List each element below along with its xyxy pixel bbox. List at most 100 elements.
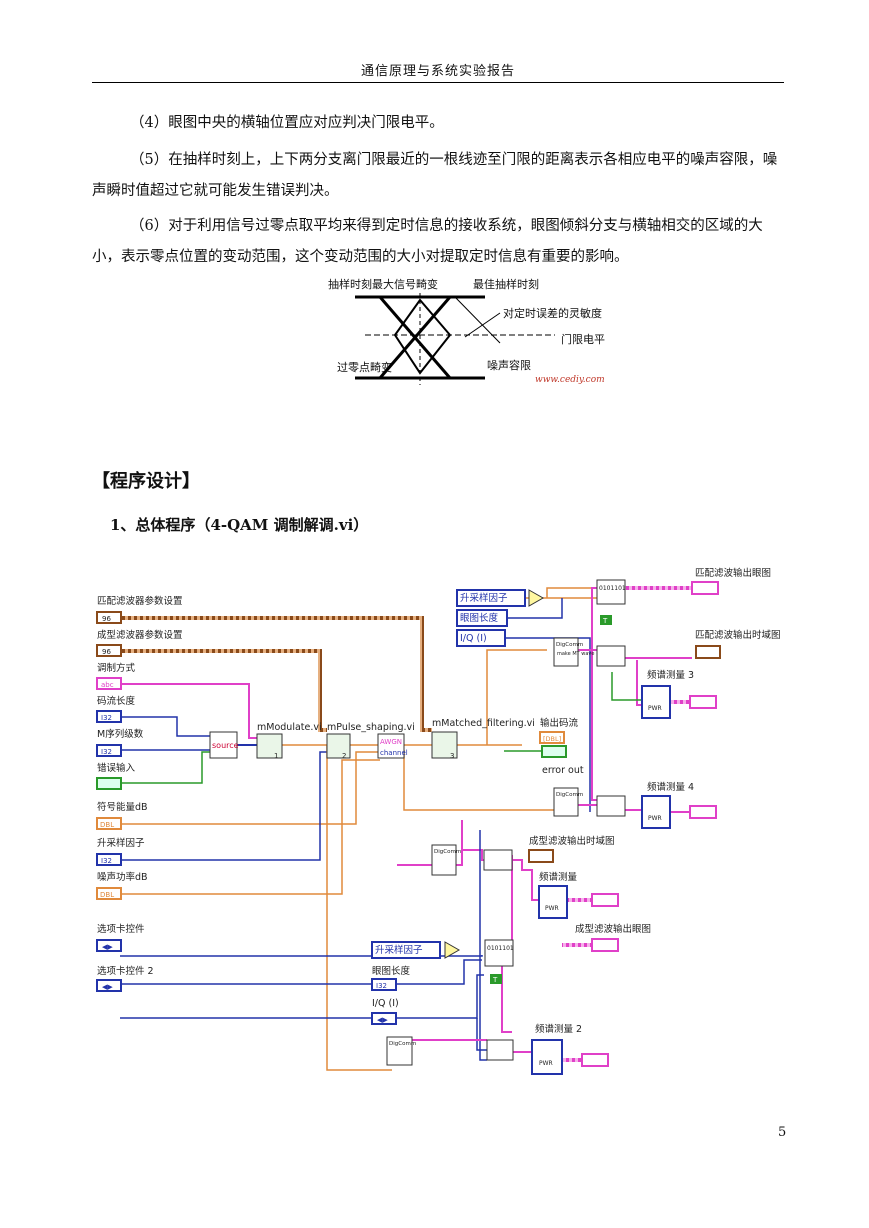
label-shaping-filter-params: 成型滤波器参数设置 xyxy=(97,629,183,641)
top-right-refs: 升采样因子 眼图长度 I/Q (I) 0101101 T DigComm mak… xyxy=(456,579,626,667)
svg-text:T: T xyxy=(602,617,608,625)
spectrum-indicator xyxy=(591,893,619,907)
source-vi[interactable] xyxy=(209,731,238,759)
eye-diagram-figure: 抽样时刻最大信号畸变 最佳抽样时刻 对定时误差的灵敏度 门限电平 过零点畸变 噪… xyxy=(328,277,605,385)
paragraph-4: （4）眼图中央的横轴位置应对应判决门限电平。 xyxy=(130,115,444,131)
page-number: 5 xyxy=(778,1125,787,1140)
tab-control-terminal[interactable] xyxy=(96,939,122,952)
svg-text:96: 96 xyxy=(102,615,111,623)
waveform-node-2[interactable] xyxy=(596,795,626,817)
svg-text:96: 96 xyxy=(102,648,111,656)
label-noise-margin: 噪声容限 xyxy=(487,358,531,372)
svg-text:PWR: PWR xyxy=(648,815,662,822)
vi-chain: source mModulate.vi 1 mPulse_shaping.vi … xyxy=(209,718,535,760)
error-input-terminal[interactable] xyxy=(96,777,122,790)
out-stream-label: 输出码流 xyxy=(540,717,579,729)
noise-power-terminal[interactable] xyxy=(96,887,122,900)
eye-length-ref[interactable] xyxy=(456,609,508,627)
label-upsample-factor: 升采样因子 xyxy=(97,837,145,849)
label-timing-sensitivity: 对定时误差的灵敏度 xyxy=(503,306,602,320)
label-tab-control: 选项卡控件 xyxy=(97,923,145,935)
svg-text:DBL: DBL xyxy=(100,821,114,829)
svg-text:DBL: DBL xyxy=(100,891,114,899)
upsample-factor-terminal[interactable] xyxy=(96,853,122,866)
eye-length2-terminal[interactable] xyxy=(371,978,397,991)
svg-text:PWR: PWR xyxy=(539,1060,553,1067)
eye-traces xyxy=(355,293,555,385)
spectrum-label: 频谱测量 xyxy=(539,871,578,883)
spectrum4-node[interactable] xyxy=(641,795,671,829)
svg-text:I32: I32 xyxy=(101,748,112,756)
svg-text:2: 2 xyxy=(342,752,346,760)
waveform-node[interactable] xyxy=(596,645,626,667)
svg-text:1: 1 xyxy=(274,752,278,760)
spectrum3-label: 频谱测量 3 xyxy=(647,669,694,681)
svg-text:PWR: PWR xyxy=(648,705,662,712)
svg-text:0101101: 0101101 xyxy=(487,945,514,952)
svg-text:升采样因子: 升采样因子 xyxy=(375,944,423,956)
awgn-vi[interactable] xyxy=(377,733,405,759)
m-seq-order-terminal[interactable] xyxy=(96,744,122,757)
lower-group: DigComm 成型滤波输出时域图 频谱测量 PWR 成型滤波输出眼图 升采样因… xyxy=(371,835,651,1075)
svg-text:0101101: 0101101 xyxy=(599,585,626,592)
shaping-filter-params-terminal[interactable] xyxy=(96,644,122,657)
iq2-label: I/Q (I) xyxy=(372,998,399,1009)
svg-text:眼图长度: 眼图长度 xyxy=(460,612,499,624)
svg-text:abc: abc xyxy=(101,681,114,689)
spectrum2-node[interactable] xyxy=(531,1039,563,1075)
spectrum4-label: 频谱测量 4 xyxy=(647,781,694,793)
label-error-input: 错误输入 xyxy=(97,762,136,774)
svg-text:PWR: PWR xyxy=(545,905,559,912)
svg-text:DigComm: DigComm xyxy=(434,849,461,855)
svg-text:I32: I32 xyxy=(376,982,387,990)
svg-text:3: 3 xyxy=(450,752,454,760)
svg-text:DigComm: DigComm xyxy=(556,642,583,648)
svg-text:◀▶: ◀▶ xyxy=(377,1016,388,1024)
spectrum-node[interactable] xyxy=(538,885,568,919)
page-header: 通信原理与系统实验报告 xyxy=(360,64,515,79)
out-stream-indicator xyxy=(539,731,565,744)
section-title: 【程序设计】 xyxy=(92,471,200,492)
svg-text:source: source xyxy=(212,741,239,750)
make-mt-wave-node[interactable] xyxy=(553,637,579,667)
iq-ref[interactable] xyxy=(456,629,506,647)
iq2-terminal[interactable] xyxy=(371,1012,397,1025)
symbol-energy-terminal[interactable] xyxy=(96,817,122,830)
tab-control2-terminal[interactable] xyxy=(96,979,122,992)
multiply-node-2[interactable] xyxy=(444,941,461,959)
eye-diagram-node[interactable] xyxy=(596,579,626,605)
modulate-vi[interactable] xyxy=(256,733,283,759)
svg-text:T: T xyxy=(492,976,498,984)
svg-text:DigComm: DigComm xyxy=(389,1041,416,1047)
pulse-shaping-vi-label: mPulse_shaping.vi xyxy=(327,722,415,733)
svg-text:[DBL]: [DBL] xyxy=(543,735,561,743)
make-mt-wave-node-2[interactable] xyxy=(553,787,579,817)
label-mod-type: 调制方式 xyxy=(97,662,136,674)
matched-filtering-vi[interactable] xyxy=(431,731,458,759)
waveform-node-3[interactable] xyxy=(483,849,513,871)
svg-text:升采样因子: 升采样因子 xyxy=(460,592,508,604)
modulate-vi-label: mModulate.vi xyxy=(257,722,322,733)
wires xyxy=(120,586,692,1071)
make-mt-wave-node-3[interactable] xyxy=(431,844,457,876)
multiply-node[interactable] xyxy=(528,589,545,607)
label-noise-power: 噪声功率dB xyxy=(97,871,148,883)
upsample-ref-2[interactable] xyxy=(371,941,441,959)
waveform-node-4[interactable] xyxy=(486,1039,514,1061)
stream-length-terminal[interactable] xyxy=(96,710,122,723)
right-outputs: 匹配滤波输出眼图 匹配滤波输出时域图 频谱测量 3 PWR 频谱测量 4 Dig… xyxy=(553,567,781,829)
matched-eye-label: 匹配滤波输出眼图 xyxy=(695,567,771,579)
upsample-ref[interactable] xyxy=(456,589,526,607)
shaped-eye-indicator xyxy=(591,938,619,952)
matched-filter-params-terminal[interactable] xyxy=(96,611,122,624)
left-controls: 匹配滤波器参数设置 96 成型滤波器参数设置 96 调制方式 abc 码流长度 … xyxy=(96,595,183,992)
svg-text:AWGN: AWGN xyxy=(380,738,402,746)
spectrum3-node[interactable] xyxy=(641,685,671,719)
pulse-shaping-vi[interactable] xyxy=(326,733,351,759)
mod-type-terminal[interactable] xyxy=(96,677,122,690)
svg-text:DigComm: DigComm xyxy=(556,792,583,798)
make-mt-wave-node-4[interactable] xyxy=(386,1036,413,1066)
eye-diagram-node-2[interactable] xyxy=(484,939,514,967)
svg-text:I32: I32 xyxy=(101,714,112,722)
subsection-title: 1、总体程序（4-QAM 调制解调.vi） xyxy=(110,516,369,534)
